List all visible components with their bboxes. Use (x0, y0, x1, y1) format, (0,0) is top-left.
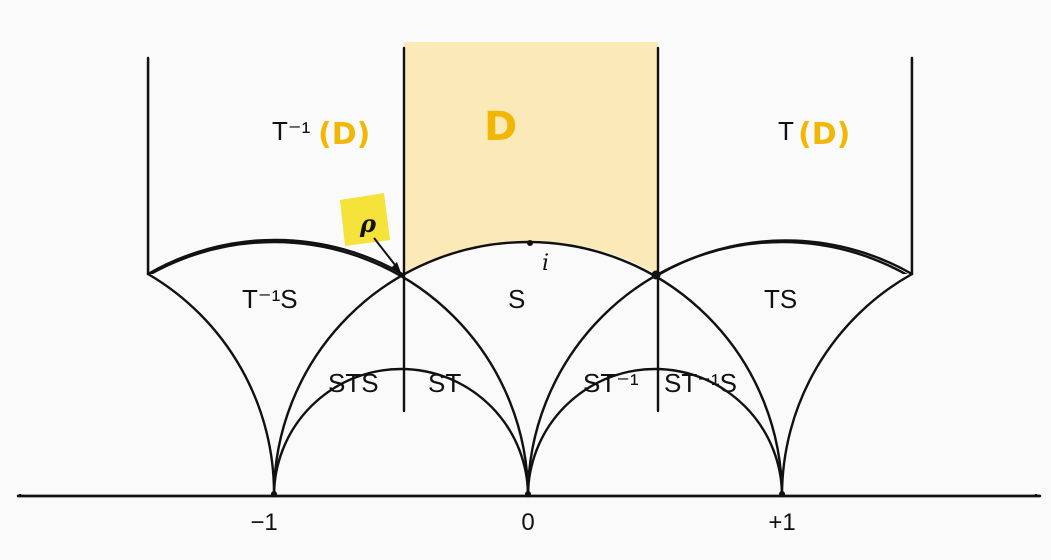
label-st: ST (428, 368, 461, 398)
arc-right-top (656, 239, 914, 277)
label-s: S (508, 284, 525, 314)
label-t-inverse-s: T⁻¹S (242, 284, 298, 314)
half-circle-right (526, 367, 784, 498)
label-point-i: i (542, 251, 549, 276)
cusp-point-plus-one (779, 491, 785, 497)
arc-left-lower-branch (146, 272, 276, 498)
point-rho-prime (651, 270, 661, 280)
label-st-inverse: ST⁻¹ (583, 368, 639, 398)
label-t-inverse-d-arg: (D) (318, 117, 370, 152)
point-i (527, 240, 533, 246)
label-fundamental-domain: D (484, 104, 517, 150)
label-ts: TS (764, 284, 797, 314)
tick-label-minus-one: −1 (250, 509, 277, 536)
fundamental-domain-highlight (404, 42, 658, 275)
cusp-point-zero (525, 491, 531, 497)
label-t-d-arg: (D) (798, 117, 850, 152)
bottom-left-mask (0, 274, 274, 494)
rho-sticky-note (340, 193, 390, 246)
cusp-point-minus-one (271, 491, 277, 497)
label-t-d-prefix: T (778, 116, 794, 146)
rho-arrow-head (391, 262, 401, 273)
tick-label-plus-one: +1 (768, 509, 795, 536)
label-st-inverse-s: ST⁻¹S (664, 368, 737, 398)
label-point-rho: ρ (359, 209, 377, 238)
half-circle-left (272, 367, 530, 498)
arc-right-lower-branch (780, 272, 914, 498)
label-sts: STS (328, 368, 379, 398)
tick-label-zero: 0 (521, 509, 534, 536)
arc-left-top (146, 238, 406, 277)
bottom-right-mask (782, 274, 1051, 494)
label-t-inverse-d-prefix: T⁻¹ (272, 116, 311, 146)
